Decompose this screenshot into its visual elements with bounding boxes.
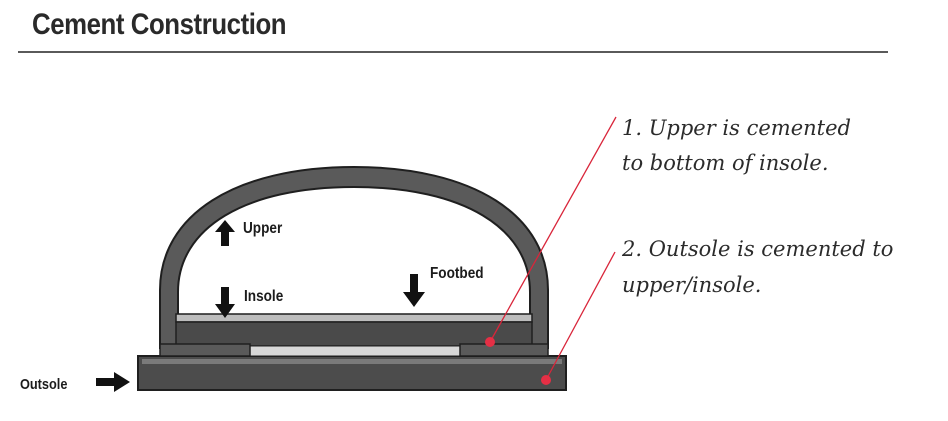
note-1-line-1: 1. Upper is cemented — [622, 116, 851, 140]
page-title: Cement Construction — [32, 8, 287, 41]
note-2-line-2: upper/insole. — [622, 273, 761, 297]
label-insole: Insole — [244, 288, 283, 305]
cement-gap — [249, 345, 461, 357]
label-upper: Upper — [243, 220, 282, 237]
upper-lasted-edge-left — [159, 343, 251, 357]
arrow-down-icon — [403, 274, 425, 307]
marker-dot-outsole — [541, 375, 551, 385]
marker-dot-upper-insole — [485, 337, 495, 347]
upper-lasted-edge-right — [459, 343, 549, 357]
arrow-down-icon — [215, 287, 235, 318]
footbed-shape — [175, 313, 533, 323]
label-outsole: Outsole — [20, 375, 68, 392]
arrow-right-icon — [96, 372, 130, 392]
arrow-up-icon — [215, 220, 235, 246]
title-divider — [18, 51, 888, 53]
label-footbed: Footbed — [430, 265, 484, 282]
outsole-highlight — [142, 359, 562, 364]
note-1-line-2: to bottom of insole. — [622, 151, 829, 175]
note-2-line-1: 2. Outsole is cemented to — [621, 237, 893, 261]
leader-line-note-2 — [545, 251, 616, 381]
leader-line-note-1 — [489, 116, 617, 343]
insole-shape — [175, 321, 533, 347]
